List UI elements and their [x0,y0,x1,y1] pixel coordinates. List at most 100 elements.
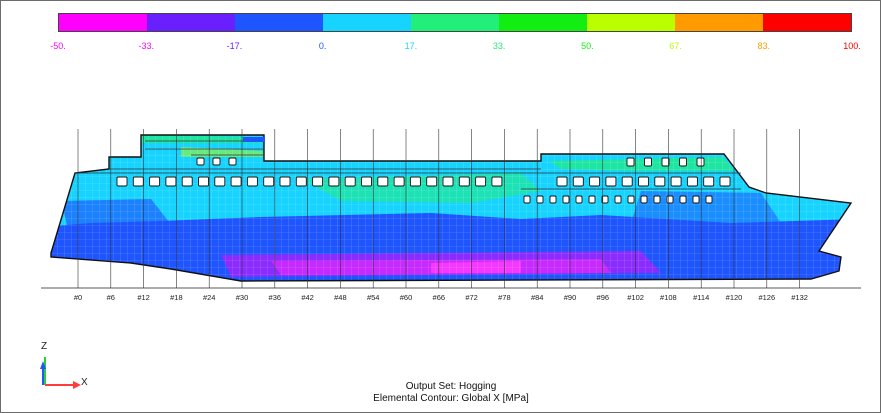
window-opening [696,157,705,167]
window-opening [149,176,161,187]
legend-color-swatch [235,14,323,31]
window-opening [230,176,242,187]
window-opening [614,195,622,204]
window-opening [361,176,372,187]
legend-tick-label: 50. [581,41,594,51]
window-opening [328,176,340,187]
window-opening [536,195,544,204]
window-opening [601,195,609,204]
frame-lines [77,129,800,288]
window-opening [653,195,661,204]
legend-color-swatch [763,14,851,31]
frame-label: #24 [203,293,216,302]
legend-tick-label: -33. [138,41,154,51]
window-opening [572,176,584,187]
frame-label: #60 [400,293,413,302]
window-opening [556,176,568,187]
window-opening [198,176,209,187]
window-opening [228,157,237,166]
legend-tick-label: 83. [757,41,771,51]
window-opening [393,176,405,187]
window-opening [562,195,570,204]
window-opening [442,176,454,187]
frame-label: #0 [74,293,82,302]
window-opening [246,176,258,187]
deck-lines [75,140,741,190]
output-set-label: Output Set: Hogging [405,381,497,392]
contour-type-label: Elemental Contour: Global X [MPa] [373,393,529,404]
legend-color-swatch [675,14,763,31]
coordinate-triad: Z X [39,341,99,391]
window-opening [116,176,128,187]
window-openings [116,157,731,204]
upper-deck-patch [243,137,265,142]
frame-label: #66 [433,293,446,302]
window-opening [165,176,177,187]
frame-label: #120 [726,293,743,302]
window-opening [181,176,193,187]
axis-x-label: X [81,377,88,388]
window-opening [523,195,531,204]
axis-z-label: Z [41,341,48,352]
legend-color-swatch [411,14,499,31]
window-opening [196,157,205,166]
legend-color-swatch [323,14,411,31]
legend-tick-label: 33. [492,41,506,51]
frame-label: #96 [597,293,610,302]
frame-label: #114 [693,293,709,302]
window-opening [686,176,698,187]
legend-color-swatch [59,14,147,31]
window-opening [279,176,291,187]
window-opening [621,176,633,187]
frame-label: #78 [498,293,511,302]
window-opening [458,176,470,187]
window-opening [589,176,601,187]
window-opening [644,157,652,167]
window-opening [295,176,307,187]
legend-tick-label: 67. [669,41,682,51]
window-opening [654,176,666,187]
window-opening [409,176,421,187]
legend-tick-label: 100. [843,41,861,51]
frame-label: #36 [269,293,282,302]
contour-color-legend [58,13,852,32]
frame-label: #6 [107,293,115,302]
legend-color-swatch [147,14,235,31]
window-opening [312,176,324,187]
window-opening [692,195,700,204]
legend-color-swatch [587,14,675,31]
frame-label: #30 [236,293,249,302]
window-opening [377,176,389,187]
window-opening [132,176,144,187]
frame-label: #108 [660,293,677,302]
window-opening [703,176,715,187]
legend-tick-label: -50. [50,41,66,51]
frame-label: #12 [137,293,150,302]
window-opening [679,195,687,204]
window-opening [263,176,275,187]
window-opening [638,176,649,187]
legend-tick-labels: -50.-33.-17.0.17.33.50.67.83.100. [1,41,880,53]
window-opening [426,176,438,187]
legend-tick-label: -17. [226,41,243,51]
frame-label: #72 [465,293,478,302]
legend-color-swatch [499,14,587,31]
stress-contour-fill [51,135,851,281]
window-opening [661,157,670,167]
window-opening [214,176,226,187]
window-opening [679,157,687,167]
window-opening [705,195,713,204]
window-opening [666,195,674,204]
window-opening [605,176,617,187]
window-opening [491,176,503,187]
window-opening [212,157,221,166]
window-opening [640,195,648,204]
frame-label: #102 [627,293,644,302]
frame-label: #90 [564,293,577,302]
window-opening [626,157,635,167]
window-opening [670,176,682,187]
window-opening [575,195,583,204]
frame-label: #132 [791,293,808,302]
